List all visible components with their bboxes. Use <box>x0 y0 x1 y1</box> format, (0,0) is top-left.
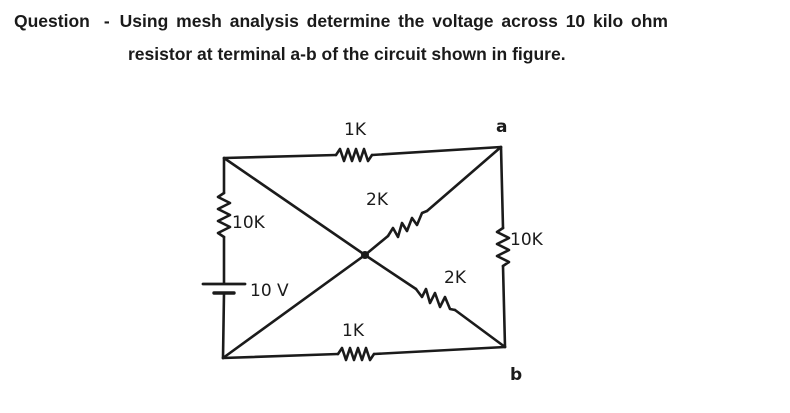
question-text-line-1: Using mesh analysis determine the voltag… <box>119 11 668 31</box>
terminal-b-label: b <box>510 365 522 385</box>
diag-upper-resistor-label: 2K <box>366 190 389 210</box>
diag-lower-resistor-label: 2K <box>444 268 467 288</box>
left-resistor-zigzag <box>216 191 232 239</box>
left-resistor-label: 10K <box>232 213 266 233</box>
right-wire-lower <box>501 264 507 349</box>
terminal-a-label: a <box>496 117 507 137</box>
diag-upper-resistor <box>386 209 429 239</box>
diag-lower-resistor <box>414 287 457 312</box>
top-resistor-zigzag <box>334 147 374 163</box>
diag-left-upper <box>222 156 367 257</box>
question-block: Question-Using mesh analysis determine t… <box>0 0 790 80</box>
diag-upper-wire-end <box>425 145 503 213</box>
left-wire-lower <box>221 291 226 360</box>
bottom-resistor-zigzag <box>336 346 376 362</box>
question-dash: - <box>103 11 110 31</box>
bottom-resistor-label: 1K <box>342 321 365 341</box>
bottom-wire-right <box>372 345 507 356</box>
question-line-1: Question-Using mesh analysis determine t… <box>14 11 668 32</box>
diag-lower-wire <box>363 253 418 291</box>
top-resistor-label: 1K <box>344 120 367 140</box>
right-resistor-label: 10K <box>510 230 544 250</box>
diag-left-lower <box>221 253 367 360</box>
bottom-wire-left <box>221 352 340 360</box>
diag-upper-wire <box>363 234 390 257</box>
right-resistor-zigzag <box>495 226 511 268</box>
top-wire-left <box>222 153 338 160</box>
centre-junction <box>361 251 369 259</box>
diag-lower-wire-end <box>453 308 507 349</box>
right-wire-upper <box>499 145 505 230</box>
top-wire-right <box>370 145 503 157</box>
question-text-line-2: resistor at terminal a-b of the circuit … <box>128 44 566 64</box>
source-label: 10 V <box>250 281 289 301</box>
question-label: Question <box>14 11 90 31</box>
